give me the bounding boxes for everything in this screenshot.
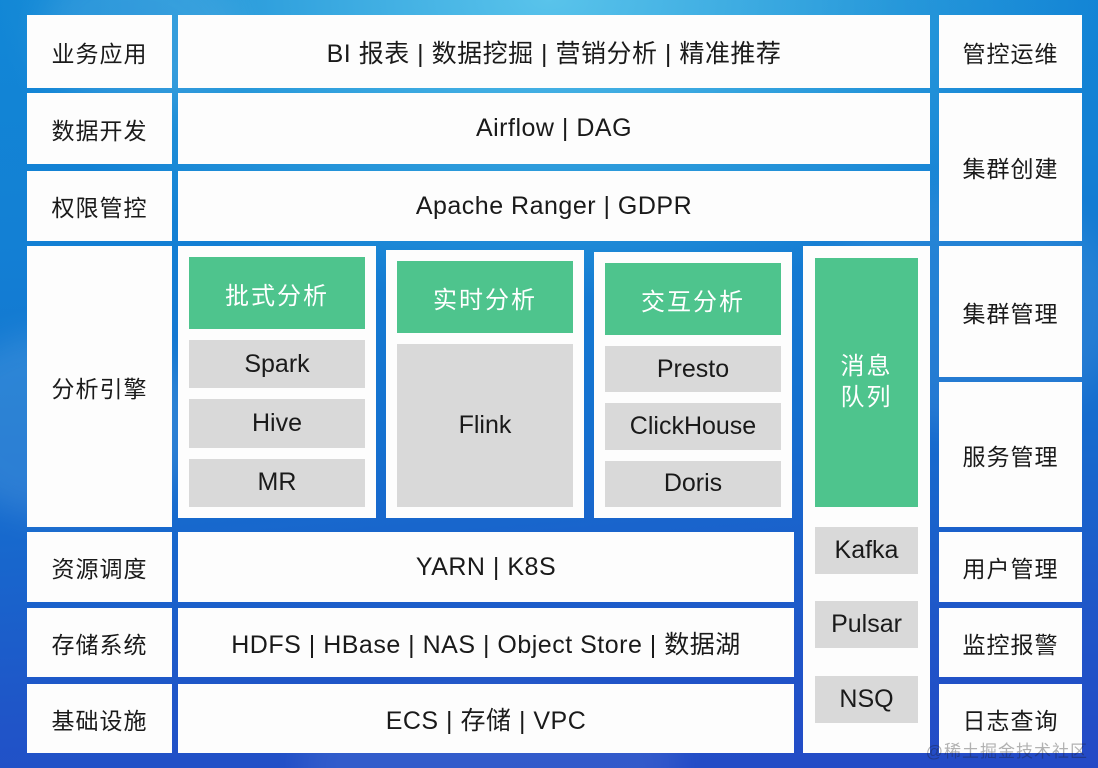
engine-item-hive[interactable]: Hive [189,399,365,448]
engine-item-clickhouse[interactable]: ClickHouse [605,403,781,450]
layer-content-permission[interactable]: Apache Ranger | GDPR [178,171,930,241]
ops-label-monitoring-alerting[interactable]: 监控报警 [939,608,1082,677]
layer-label-resource-scheduling[interactable]: 资源调度 [27,532,172,602]
ops-label-management-ops[interactable]: 管控运维 [939,15,1082,88]
engine-group-interactive[interactable]: 交互分析 Presto ClickHouse Doris [594,252,792,518]
mq-item-kafka[interactable]: Kafka [815,526,918,574]
engine-item-list-interactive: Presto ClickHouse Doris [605,346,781,507]
layer-content-data-development[interactable]: Airflow | DAG [178,93,930,164]
ops-label-cluster-management[interactable]: 集群管理 [939,246,1082,377]
engine-item-spark[interactable]: Spark [189,340,365,389]
message-queue-title-line1: 消息 [840,352,893,380]
engine-item-flink[interactable]: Flink [397,344,573,507]
message-queue-item-list: Kafka Pulsar NSQ [815,507,918,741]
layer-content-storage[interactable]: HDFS | HBase | NAS | Object Store | 数据湖 [178,608,794,677]
mq-item-pulsar[interactable]: Pulsar [815,601,918,649]
engine-item-list-batch: Spark Hive MR [189,340,365,507]
engine-group-title-batch: 批式分析 [189,257,365,329]
ops-label-user-management[interactable]: 用户管理 [939,532,1082,602]
layer-label-analysis-engine[interactable]: 分析引擎 [27,246,172,527]
ops-label-cluster-create[interactable]: 集群创建 [939,93,1082,241]
engine-group-batch[interactable]: 批式分析 Spark Hive MR [178,246,376,518]
ops-label-log-query[interactable]: 日志查询 [939,684,1082,753]
layer-label-business[interactable]: 业务应用 [27,15,172,88]
mq-item-nsq[interactable]: NSQ [815,676,918,724]
engine-item-mr[interactable]: MR [189,458,365,507]
ops-label-service-management[interactable]: 服务管理 [939,382,1082,527]
message-queue-title: 消息 队列 [815,258,918,507]
layer-label-infrastructure[interactable]: 基础设施 [27,684,172,753]
engine-group-realtime[interactable]: 实时分析 Flink [386,250,584,518]
engine-item-list-realtime: Flink [397,344,573,507]
engine-item-doris[interactable]: Doris [605,460,781,507]
layer-label-data-development[interactable]: 数据开发 [27,93,172,164]
message-queue-column[interactable]: 消息 队列 Kafka Pulsar NSQ [803,246,930,753]
engine-item-presto[interactable]: Presto [605,346,781,393]
layer-label-permission[interactable]: 权限管控 [27,171,172,241]
engine-group-title-realtime: 实时分析 [397,261,573,333]
layer-content-resource-scheduling[interactable]: YARN | K8S [178,532,794,602]
message-queue-title-line2: 队列 [840,383,893,411]
layer-content-infrastructure[interactable]: ECS | 存储 | VPC [178,684,794,753]
layer-content-business[interactable]: BI 报表 | 数据挖掘 | 营销分析 | 精准推荐 [178,15,930,88]
engine-group-title-interactive: 交互分析 [605,263,781,335]
layer-label-storage[interactable]: 存储系统 [27,608,172,677]
